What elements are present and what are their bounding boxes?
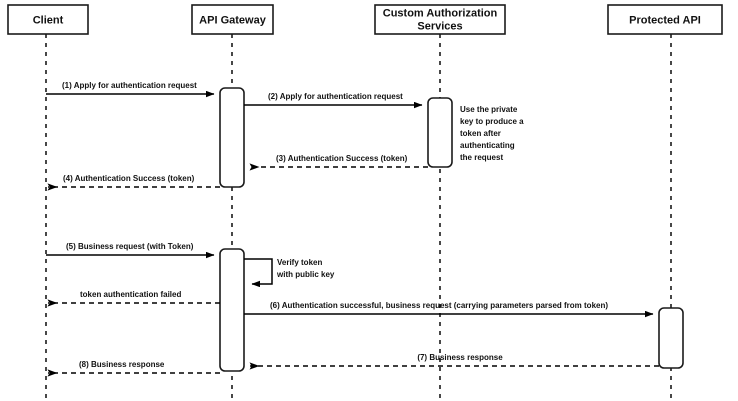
message-4-label: (4) Authentication Success (token): [63, 174, 195, 183]
message-self-verify-token-arrow: [244, 258, 273, 288]
message-token-auth-failed-label: token authentication failed: [80, 290, 181, 299]
participant-label-api-gateway: API Gateway: [199, 14, 267, 26]
participant-client[interactable]: Client: [7, 4, 89, 35]
participant-label-custom-auth-line1: Custom Authorization: [383, 7, 498, 19]
participant-box-api-gateway[interactable]: [191, 4, 274, 35]
message-self-verify-token-label-line2: with public key: [276, 270, 335, 279]
message-self-verify-token-label-line1: Verify token: [277, 258, 322, 267]
message-6[interactable]: (6) Authentication successful, business …: [244, 301, 654, 318]
message-7[interactable]: (7) Business response: [249, 353, 659, 370]
participant-box-client[interactable]: [7, 4, 89, 35]
message-2-label: (2) Apply for authentication request: [268, 92, 403, 101]
private-key-note-line-3: token after: [460, 129, 501, 138]
activation-bar-protected-api-1: [658, 307, 684, 369]
message-token-auth-failed[interactable]: token authentication failed: [47, 290, 220, 307]
message-5-label: (5) Business request (with Token): [66, 242, 194, 251]
message-8-label: (8) Business response: [79, 360, 165, 369]
private-key-note-line-1: Use the private: [460, 105, 518, 114]
private-key-note-line-5: the request: [460, 153, 503, 162]
participant-label-client: Client: [33, 14, 64, 26]
activation-bar-api-gateway-1: [219, 87, 245, 188]
activation-bar-api-gateway-2: [219, 248, 245, 372]
participant-label-custom-auth-line2: Services: [417, 20, 462, 32]
activation-bars-group: [219, 87, 684, 372]
message-1[interactable]: (1) Apply for authentication request: [46, 81, 215, 98]
activation-bar-custom-auth-1: [427, 97, 453, 168]
message-self-verify-token[interactable]: Verify token with public key: [244, 258, 335, 288]
message-1-label: (1) Apply for authentication request: [62, 81, 197, 90]
lifelines-group: [45, 34, 672, 398]
message-8[interactable]: (8) Business response: [47, 360, 220, 377]
participant-box-custom-auth[interactable]: [374, 4, 506, 35]
participant-label-protected-api: Protected API: [629, 14, 701, 26]
message-2[interactable]: (2) Apply for authentication request: [244, 92, 423, 109]
private-key-note: Use the private key to produce a token a…: [460, 105, 524, 162]
participant-box-protected-api[interactable]: [607, 4, 723, 35]
message-7-label: (7) Business response: [417, 353, 503, 362]
private-key-note-line-4: authenticating: [460, 141, 515, 150]
message-3-label: (3) Authentication Success (token): [276, 154, 408, 163]
message-4[interactable]: (4) Authentication Success (token): [47, 174, 220, 191]
participant-api-gateway[interactable]: API Gateway: [191, 4, 274, 35]
message-3[interactable]: (3) Authentication Success (token): [249, 154, 428, 171]
message-6-label: (6) Authentication successful, business …: [270, 301, 608, 310]
message-5[interactable]: (5) Business request (with Token): [46, 242, 215, 259]
private-key-note-line-2: key to produce a: [460, 117, 524, 126]
participant-custom-auth[interactable]: Custom Authorization Services: [374, 4, 506, 35]
participant-protected-api[interactable]: Protected API: [607, 4, 723, 35]
